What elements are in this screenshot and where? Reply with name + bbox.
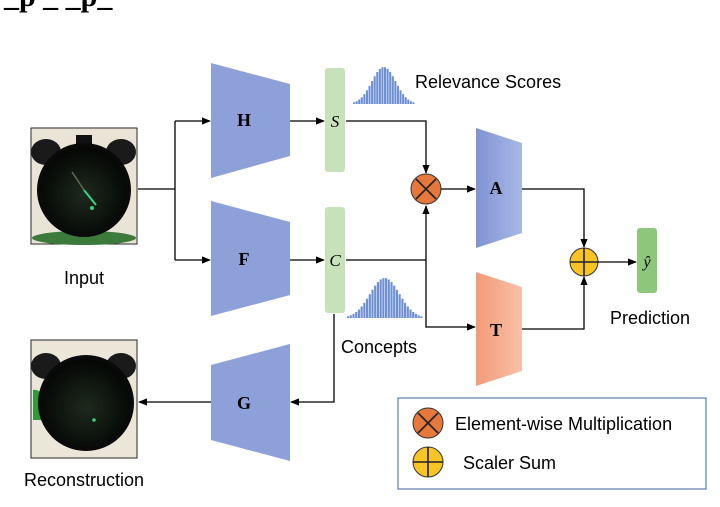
relevance-histogram-bar xyxy=(402,94,405,104)
concept-histogram-bar xyxy=(347,316,350,318)
concept-histogram xyxy=(347,278,423,318)
relevance-histogram-bar xyxy=(360,97,363,104)
concept-histogram-bar xyxy=(398,294,401,318)
concept-histogram-bar xyxy=(360,306,363,318)
concept-histogram-bar xyxy=(374,285,377,318)
relevance-vector-s-label: S xyxy=(331,112,340,131)
relevance-histogram-bar xyxy=(376,72,379,104)
relevance-scores-label: Relevance Scores xyxy=(415,72,561,92)
relevance-histogram-bar xyxy=(404,97,407,104)
relevance-histogram-bar xyxy=(386,68,389,104)
encoder-f-block xyxy=(211,201,290,316)
relevance-histogram-bar xyxy=(396,85,399,104)
concept-histogram-bar xyxy=(357,309,361,318)
legend-sum-label: Scaler Sum xyxy=(463,453,556,473)
concepts-label: Concepts xyxy=(341,337,417,357)
concept-histogram-bar xyxy=(371,289,374,318)
concept-histogram-bar xyxy=(352,313,355,318)
decoder-g-block xyxy=(211,344,290,461)
module-t-label: T xyxy=(490,320,502,340)
relevance-histogram-bar xyxy=(381,67,384,104)
concept-histogram-bar xyxy=(414,313,418,318)
relevance-vector-s xyxy=(325,68,345,172)
concept-histogram-bar xyxy=(385,278,388,318)
concept-histogram-bar xyxy=(366,298,369,318)
reconstruction-image xyxy=(30,339,138,459)
concept-histogram-bar xyxy=(401,298,404,318)
concept-histogram-bar xyxy=(417,315,420,318)
concept-histogram-bar xyxy=(395,289,399,318)
concept-histogram-bar xyxy=(363,302,366,318)
concept-vector-c-label: C xyxy=(329,251,341,270)
concept-histogram-bar xyxy=(349,315,352,318)
legend-sum-icon xyxy=(412,446,444,478)
relevance-histogram-bar xyxy=(355,101,358,104)
module-t-block xyxy=(476,272,522,386)
concept-histogram-bar xyxy=(387,279,390,318)
aggregator-a-label: A xyxy=(490,178,503,198)
relevance-histogram-bar xyxy=(365,90,368,104)
aggregator-a-block xyxy=(476,128,522,248)
relevance-histogram-bar xyxy=(391,76,394,104)
relevance-histogram-bar xyxy=(399,90,402,104)
relevance-histogram-bar xyxy=(384,67,387,104)
concept-histogram-bar xyxy=(390,282,393,318)
relevance-histogram-bar xyxy=(378,68,381,104)
concept-histogram-bar xyxy=(412,312,415,318)
encoder-f-label: F xyxy=(239,249,250,269)
sum-operator-icon xyxy=(569,247,599,277)
prediction-output-label: ŷ xyxy=(641,254,651,271)
decoder-g-label: G xyxy=(237,393,251,413)
concept-histogram-bar xyxy=(368,294,371,318)
reconstruction-label: Reconstruction xyxy=(24,470,144,490)
multiply-operator-icon xyxy=(410,173,442,205)
relevance-histogram-bar xyxy=(353,102,356,104)
legend-multiply-icon xyxy=(412,407,444,439)
legend-multiply-label: Element-wise Multiplication xyxy=(455,414,672,434)
legend-box: Element-wise Multiplication Scaler Sum xyxy=(397,397,707,490)
concept-histogram-bar xyxy=(404,302,407,318)
concept-histogram-bar xyxy=(376,282,380,318)
concept-histogram-bar xyxy=(379,279,382,318)
input-image xyxy=(30,127,138,245)
relevance-histogram-bar xyxy=(363,94,366,104)
relevance-histogram-bar xyxy=(409,101,412,104)
relevance-histogram-bar xyxy=(407,99,410,104)
relevance-histogram-bar xyxy=(358,99,361,104)
concept-histogram-bar xyxy=(406,306,409,318)
concept-histogram-bar xyxy=(409,309,412,318)
relevance-histogram-bar xyxy=(368,85,371,104)
relevance-histogram-bar xyxy=(371,81,374,104)
relevance-histogram-bar xyxy=(412,102,415,104)
prediction-label: Prediction xyxy=(610,308,690,328)
concept-histogram-bar xyxy=(420,316,423,318)
input-label: Input xyxy=(64,268,104,288)
relevance-score-histogram xyxy=(353,67,415,104)
prediction-output-box xyxy=(637,228,657,293)
relevance-histogram-bar xyxy=(389,72,392,104)
concept-histogram-bar xyxy=(355,312,358,318)
concept-vector-c xyxy=(325,207,345,313)
concept-histogram-bar xyxy=(393,285,396,318)
relevance-histogram-bar xyxy=(394,81,397,104)
relevance-histogram-bar xyxy=(373,76,376,104)
cropped-title-fragment: _p _ _p_ xyxy=(3,0,113,13)
encoder-h-block xyxy=(211,63,290,178)
encoder-h-label: H xyxy=(237,110,251,130)
connection-lines xyxy=(138,117,637,406)
concept-histogram-bar xyxy=(382,278,385,318)
